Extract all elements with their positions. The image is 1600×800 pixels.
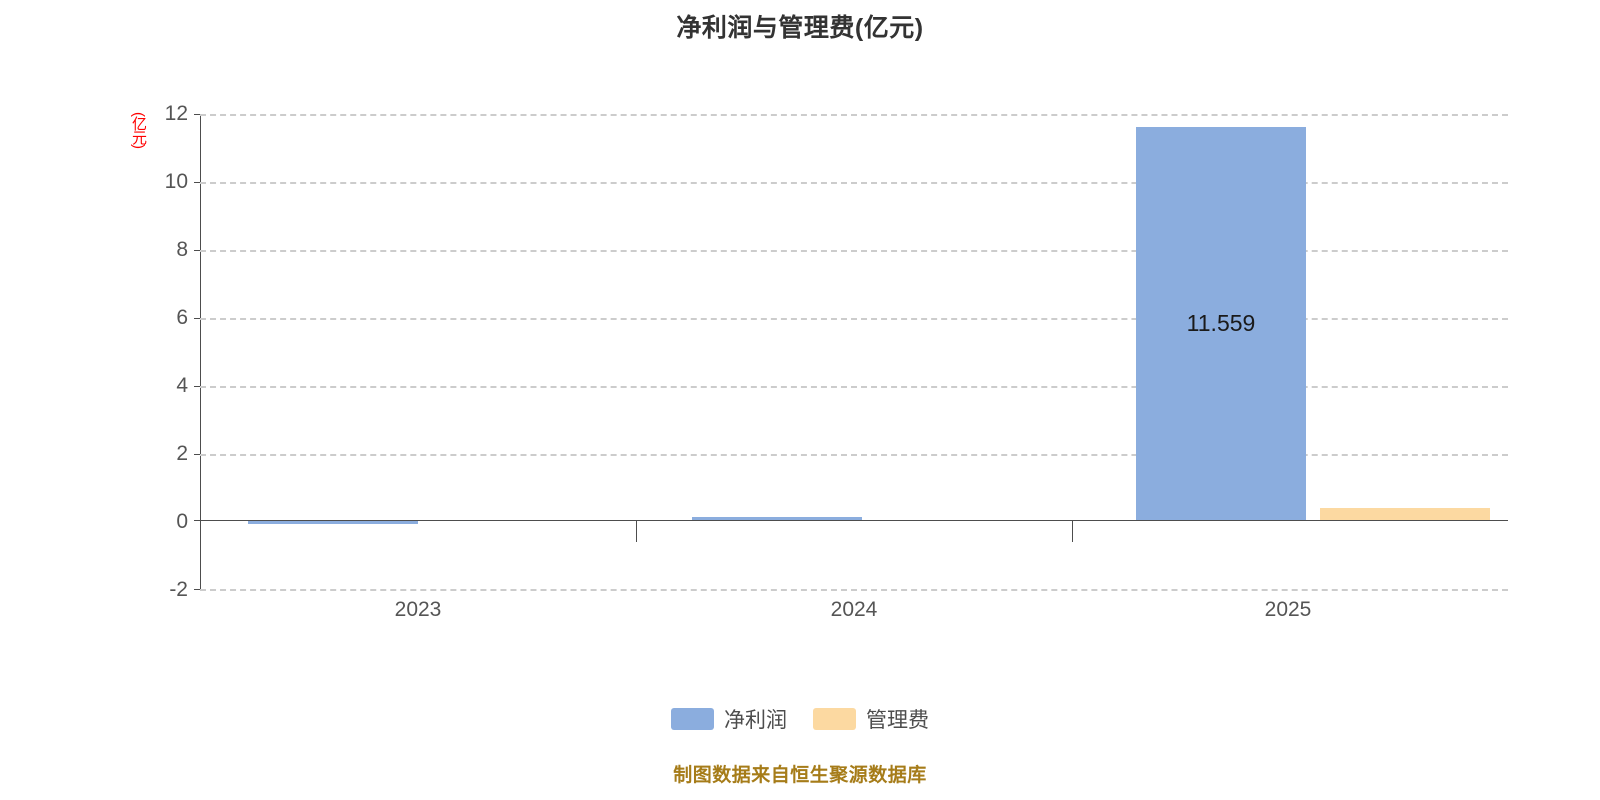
y-tick-mark bbox=[194, 589, 201, 590]
page-title: 净利润与管理费(亿元) bbox=[676, 14, 924, 42]
gridline bbox=[200, 250, 1508, 252]
bar-net-profit-2025[interactable] bbox=[1136, 127, 1306, 520]
legend-swatch-management-expense bbox=[813, 708, 856, 730]
bar-management-expense-2025[interactable] bbox=[1320, 508, 1490, 520]
gridline bbox=[200, 182, 1508, 184]
legend-item-management-expense[interactable]: 管理费 bbox=[813, 704, 929, 734]
x-tick-separator bbox=[636, 520, 637, 542]
y-tick-mark bbox=[194, 386, 201, 387]
plot-area bbox=[200, 114, 1508, 591]
gridline bbox=[200, 454, 1508, 456]
footer-source-note: 制图数据来自恒生聚源数据库 bbox=[673, 765, 927, 786]
y-tick-label: 2 bbox=[176, 442, 188, 465]
y-axis-tick-labels: 12 10 8 6 4 2 0 -2 bbox=[120, 102, 188, 601]
y-axis-line bbox=[200, 114, 201, 590]
y-tick-label: 8 bbox=[176, 238, 188, 261]
x-tick-separator bbox=[1072, 520, 1073, 542]
y-tick-label: 0 bbox=[176, 510, 188, 533]
gridline bbox=[200, 318, 1508, 320]
bar-net-profit-2023[interactable] bbox=[248, 520, 418, 524]
x-tick-label-2023: 2023 bbox=[394, 598, 442, 621]
y-tick-label: 6 bbox=[176, 306, 188, 329]
y-tick-mark bbox=[194, 250, 201, 251]
y-tick-mark bbox=[194, 318, 201, 319]
y-tick-label: -2 bbox=[169, 578, 188, 601]
y-axis-unit-label: (亿元) bbox=[130, 112, 147, 148]
y-tick-mark bbox=[194, 454, 201, 455]
gridline bbox=[200, 386, 1508, 388]
y-tick-label: 12 bbox=[164, 102, 188, 125]
x-tick-separator bbox=[200, 520, 201, 542]
y-tick-mark bbox=[194, 114, 201, 115]
legend: 净利润 管理费 bbox=[0, 704, 1600, 734]
y-tick-label: 4 bbox=[176, 374, 188, 397]
legend-item-net-profit[interactable]: 净利润 bbox=[671, 704, 787, 734]
legend-label-net-profit: 净利润 bbox=[724, 709, 787, 732]
legend-swatch-net-profit bbox=[671, 708, 714, 730]
bar-label-net-profit-2025: 11.559 bbox=[1186, 310, 1256, 336]
x-tick-label-2024: 2024 bbox=[830, 598, 878, 621]
x-axis-zero-line bbox=[194, 520, 1508, 521]
y-tick-mark bbox=[194, 182, 201, 183]
bar-net-profit-2024[interactable] bbox=[692, 517, 862, 521]
gridline bbox=[200, 114, 1508, 116]
legend-label-management-expense: 管理费 bbox=[866, 709, 929, 732]
gridline bbox=[200, 589, 1508, 591]
x-tick-label-2025: 2025 bbox=[1264, 598, 1312, 621]
y-tick-label: 10 bbox=[164, 170, 188, 193]
